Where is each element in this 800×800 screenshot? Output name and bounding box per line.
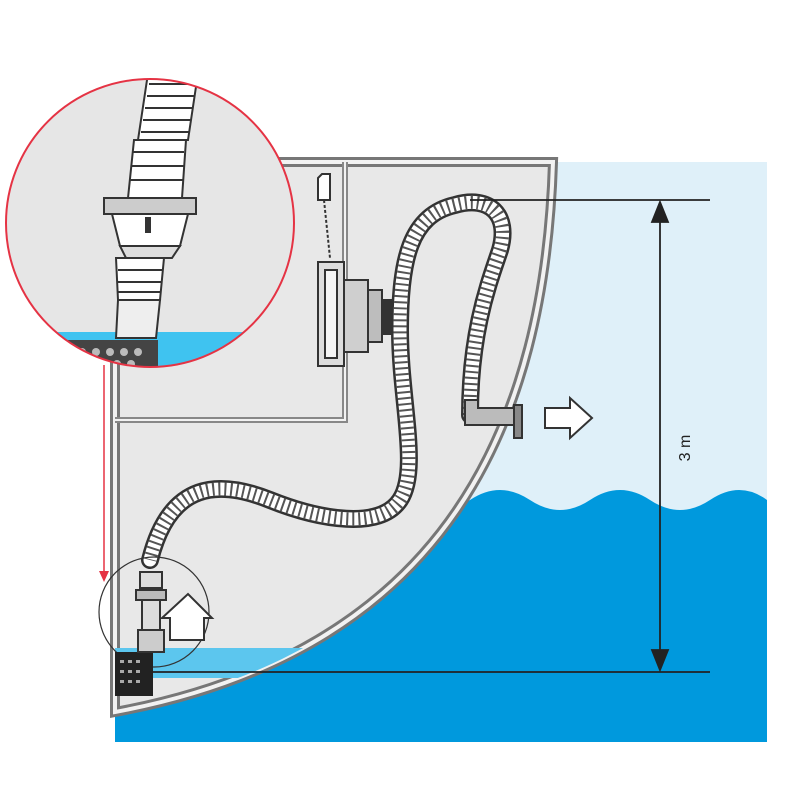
height-dimension [150, 199, 710, 673]
hook [317, 173, 331, 259]
callout-connector [99, 365, 109, 582]
pump-control-unit [317, 261, 408, 367]
bilge-pump [115, 571, 167, 696]
up-arrow-icon [159, 592, 215, 641]
height-label: 3 m [677, 435, 694, 462]
outflow-arrow-icon [544, 395, 594, 441]
detail-marker-circle [98, 556, 210, 668]
outlet-pipe [464, 399, 523, 439]
